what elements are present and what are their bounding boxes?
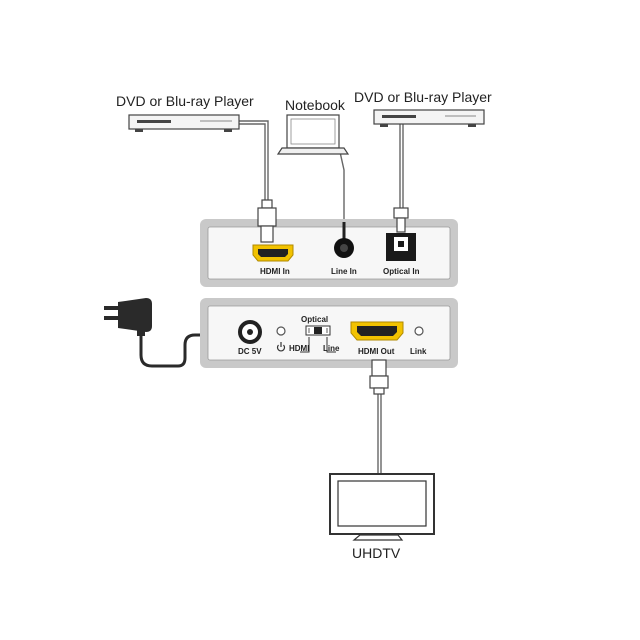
- hdmi-out-label: HDMI Out: [358, 347, 395, 356]
- optical-in-port: [386, 233, 416, 261]
- optical-in-label: Optical In: [383, 267, 420, 276]
- dvd-player-right: [373, 109, 485, 127]
- hdmi-plug-bottom: [369, 359, 389, 395]
- dc-jack: [238, 320, 262, 344]
- line-in-jack: [334, 222, 354, 258]
- link-led: [414, 326, 424, 336]
- cable-dvd-left-hdmi: [183, 120, 269, 200]
- line-in-label: Line In: [331, 267, 357, 276]
- notebook-icon: [276, 114, 350, 155]
- dc-label: DC 5V: [238, 347, 262, 356]
- dvd-right-label: DVD or Blu-ray Player: [354, 89, 492, 105]
- cable-dvd-left-hdmi-2: [183, 123, 266, 200]
- switch-line-label: Line: [323, 344, 340, 353]
- power-icon: [276, 342, 286, 352]
- switch-markers: [300, 337, 336, 353]
- cable-notebook-line: [328, 151, 345, 222]
- mode-switch[interactable]: [305, 325, 331, 336]
- cables: [183, 120, 404, 474]
- hdmi-in-label: HDMI In: [260, 267, 290, 276]
- tv-icon: [329, 473, 435, 541]
- optical-plug: [393, 207, 409, 233]
- dvd-left-label: DVD or Blu-ray Player: [116, 93, 254, 109]
- hdmi-in-port: [252, 244, 294, 262]
- power-led: [276, 326, 286, 336]
- power-cable: [139, 333, 232, 368]
- switch-optical-label: Optical: [301, 315, 328, 324]
- hdmi-plug-top: [257, 199, 277, 243]
- link-label: Link: [410, 347, 427, 356]
- front-panel: [200, 219, 458, 287]
- tv-label: UHDTV: [352, 545, 401, 561]
- switch-hdmi-label: HDMI: [289, 344, 309, 353]
- power-adapter-icon: [104, 298, 152, 336]
- dvd-player-left: [128, 114, 240, 132]
- notebook-label: Notebook: [285, 97, 346, 113]
- hdmi-out-port: [350, 321, 404, 341]
